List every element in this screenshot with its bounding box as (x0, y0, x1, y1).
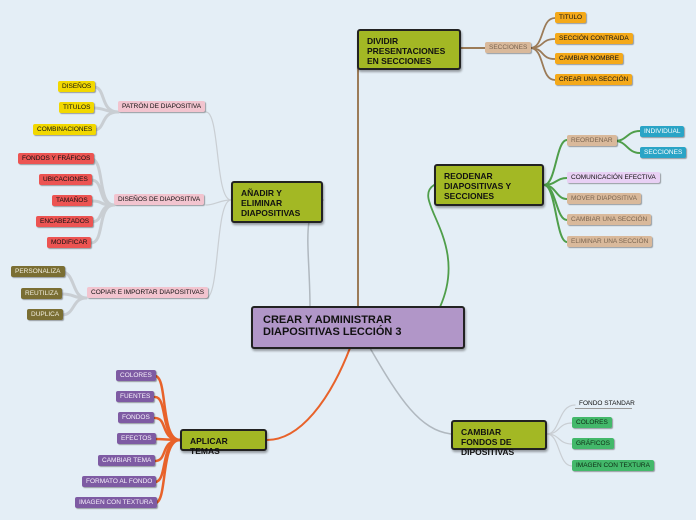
leaf-secciones[interactable]: SECCIONES (640, 147, 687, 158)
leaf-graficos[interactable]: GRÁFICOS (572, 438, 614, 449)
leaf-crear-seccion-label: CREAR UNA SECCIÓN (559, 76, 629, 83)
leaf-fondos-tema-label: FONDOS (122, 414, 150, 421)
leaf-colores-tema[interactable]: COLORES (116, 370, 156, 381)
leaf-comunicacion-label: COMUNICACIÓN EFECTIVA (571, 174, 656, 181)
leaf-tamanos[interactable]: TAMAÑOS (52, 195, 92, 206)
leaf-seccion-contraida-label: SECCIÓN CONTRAIDA (559, 35, 629, 42)
topic-reordenar[interactable]: REODENAR DIAPOSITIVAS Y SECCIONES (434, 164, 544, 206)
topic-anadir-label: AÑADIR Y ELIMINAR DIAPOSITIVAS (241, 188, 301, 218)
leaf-cambiar-nombre[interactable]: CAMBIAR NOMBRE (555, 53, 623, 64)
leaf-titulos-label: TITULOS (63, 104, 91, 111)
topic-anadir-eliminar[interactable]: AÑADIR Y ELIMINAR DIAPOSITIVAS (231, 181, 323, 223)
subtopic-secciones[interactable]: SECCIONES (485, 42, 532, 53)
leaf-ubicaciones-label: UBICACIONES (43, 176, 88, 183)
leaf-encabezados-label: ENCABEZADOS (40, 218, 90, 225)
leaf-colores-fondo[interactable]: COLORES (572, 417, 612, 428)
leaf-eliminar-seccion-label: ELIMINAR UNA SECCIÓN (571, 238, 649, 245)
leaf-titulos[interactable]: TITULOS (59, 102, 95, 113)
topic-reordenar-label: REODENAR DIAPOSITIVAS Y SECCIONES (444, 171, 512, 201)
leaf-titulo-label: TITULO (559, 14, 583, 21)
subtopic-patron-diapositiva[interactable]: PATRÓN DE DIAPOSITIVA (118, 101, 206, 112)
leaf-modificar-label: MODIFICAR (51, 239, 88, 246)
leaf-formato-fondo[interactable]: FORMATO AL FONDO (82, 476, 157, 487)
leaf-fuentes-label: FUENTES (120, 393, 151, 400)
leaf-cambiar-nombre-label: CAMBIAR NOMBRE (559, 55, 619, 62)
leaf-efectos[interactable]: EFECTOS (117, 433, 156, 444)
topic-dividir-presentaciones[interactable]: DIVIDIR PRESENTACIONES EN SECCIONES (357, 29, 461, 70)
leaf-modificar[interactable]: MODIFICAR (47, 237, 92, 248)
leaf-imagen-textura-fondo-label: IMAGEN CON TEXTURA (576, 462, 650, 469)
leaf-disenos[interactable]: DISEÑOS (58, 81, 96, 92)
leaf-duplica-label: DUPLICA (31, 311, 60, 318)
leaf-colores-tema-label: COLORES (120, 372, 152, 379)
topic-fondos-label: CAMBIAR FONDOS DE DIPOSITIVAS (461, 427, 515, 457)
leaf-fuentes[interactable]: FUENTES (116, 391, 155, 402)
leaf-personaliza-label: PERSONALIZA (15, 268, 61, 275)
leaf-ubicaciones[interactable]: UBICACIONES (39, 174, 92, 185)
leaf-efectos-label: EFECTOS (121, 435, 152, 442)
leaf-combinaciones-label: COMBINACIONES (37, 126, 93, 133)
leaf-secciones-label: SECCIONES (644, 149, 683, 156)
leaf-tamanos-label: TAMAÑOS (56, 197, 88, 204)
leaf-graficos-label: GRÁFICOS (576, 440, 610, 447)
leaf-titulo[interactable]: TITULO (555, 12, 587, 23)
subtopic-disenos-diapositiva[interactable]: DISEÑOS DE DIAPOSITIVA (114, 194, 205, 205)
topic-dividir-label: DIVIDIR PRESENTACIONES EN SECCIONES (367, 36, 446, 66)
leaf-fondo-standar-label: FONDO STANDAR (579, 400, 635, 407)
subtopic-patron-label: PATRÓN DE DIAPOSITIVA (122, 103, 202, 110)
central-topic[interactable]: CREAR Y ADMINISTRAR DIAPOSITIVAS LECCIÓN… (251, 306, 465, 349)
leaf-fondos-graficos[interactable]: FONDOS Y FRÁFICOS (18, 153, 95, 164)
subtopic-reordenar[interactable]: REORDENAR (567, 135, 617, 146)
leaf-cambiar-seccion-label: CAMBIAR UNA SECCIÓN (571, 216, 648, 223)
central-topic-label: CREAR Y ADMINISTRAR DIAPOSITIVAS LECCIÓN… (263, 314, 402, 338)
topic-cambiar-fondos[interactable]: CAMBIAR FONDOS DE DIPOSITIVAS (451, 420, 547, 457)
leaf-imagen-textura-fondo[interactable]: IMAGEN CON TEXTURA (572, 460, 654, 471)
leaf-mover-diapositiva[interactable]: MOVER DIAPOSITIVA (567, 193, 641, 204)
leaf-fondos-tema[interactable]: FONDOS (118, 412, 154, 423)
leaf-fondo-standar[interactable]: FONDO STANDAR (575, 398, 635, 409)
leaf-reutiliza-label: REUTILIZA (25, 290, 59, 297)
subtopic-disenos-label: DISEÑOS DE DIAPOSITIVA (118, 196, 201, 203)
subtopic-reordenar-label: REORDENAR (571, 137, 613, 144)
subtopic-copiar-importar[interactable]: COPIAR E IMPORTAR DIAPOSITIVAS (87, 287, 209, 298)
leaf-crear-seccion[interactable]: CREAR UNA SECCIÓN (555, 74, 633, 85)
leaf-reutiliza[interactable]: REUTILIZA (21, 288, 63, 299)
leaf-imagen-textura-tema-label: IMAGEN CON TEXTURA (79, 499, 153, 506)
leaf-encabezados[interactable]: ENCABEZADOS (36, 216, 94, 227)
leaf-colores-fondo-label: COLORES (576, 419, 608, 426)
leaf-mover-label: MOVER DIAPOSITIVA (571, 195, 637, 202)
leaf-fondos-graficos-label: FONDOS Y FRÁFICOS (22, 155, 91, 162)
leaf-cambiar-tema-label: CAMBIAR TEMA (102, 457, 152, 464)
topic-temas-label: APLICAR TEMAS (190, 436, 228, 456)
leaf-disenos-label: DISEÑOS (62, 83, 92, 90)
leaf-combinaciones[interactable]: COMBINACIONES (33, 124, 97, 135)
subtopic-secciones-label: SECCIONES (489, 44, 528, 51)
leaf-personaliza[interactable]: PERSONALIZA (11, 266, 65, 277)
leaf-comunicacion-efectiva[interactable]: COMUNICACIÓN EFECTIVA (567, 172, 660, 183)
leaf-eliminar-seccion[interactable]: ELIMINAR UNA SECCIÓN (567, 236, 653, 247)
leaf-formato-fondo-label: FORMATO AL FONDO (86, 478, 153, 485)
leaf-individual-label: INDIVIDUAL (644, 128, 681, 135)
leaf-duplica[interactable]: DUPLICA (27, 309, 64, 320)
topic-aplicar-temas[interactable]: APLICAR TEMAS (180, 429, 267, 456)
subtopic-copiar-label: COPIAR E IMPORTAR DIAPOSITIVAS (91, 289, 205, 296)
leaf-imagen-textura-tema[interactable]: IMAGEN CON TEXTURA (75, 497, 157, 508)
leaf-individual[interactable]: INDIVIDUAL (640, 126, 685, 137)
leaf-cambiar-tema[interactable]: CAMBIAR TEMA (98, 455, 156, 466)
leaf-cambiar-seccion[interactable]: CAMBIAR UNA SECCIÓN (567, 214, 652, 225)
leaf-seccion-contraida[interactable]: SECCIÓN CONTRAIDA (555, 33, 633, 44)
